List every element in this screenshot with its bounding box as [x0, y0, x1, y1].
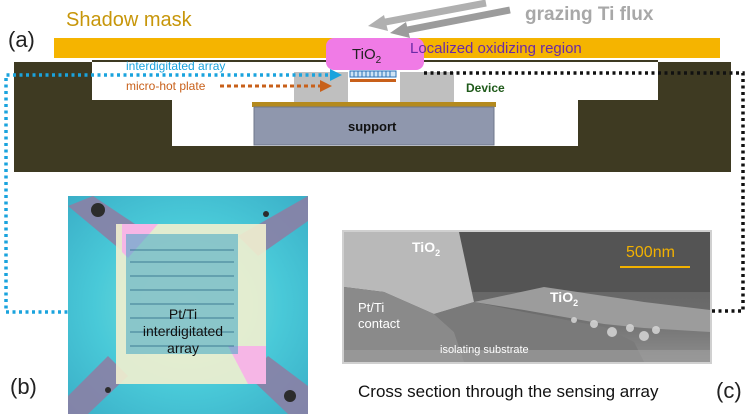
sem-drawing — [344, 232, 710, 362]
support-label: support — [348, 119, 397, 134]
blue-arrowhead-top — [330, 69, 342, 81]
flux-arrow-icon — [368, 0, 511, 38]
micrograph-label-line3: array — [167, 340, 199, 356]
grazing-flux-label: grazing Ti flux — [525, 4, 654, 25]
micrograph-drawing — [68, 196, 308, 414]
tio2-top-sub: 2 — [375, 55, 382, 66]
sem-tio2-left: TiO2 — [412, 240, 440, 258]
device-base-plate — [252, 102, 496, 107]
micrograph-label-line2: interdigitated — [142, 323, 224, 339]
sem-tio2-right-main: TiO — [550, 289, 574, 305]
electrode-strip — [349, 70, 397, 78]
housing — [14, 60, 731, 172]
device-label: Device — [466, 81, 505, 95]
sem-image: TiO2 TiO2 Pt/Ti contact isolating substr… — [342, 230, 712, 364]
sem-tio2-right: TiO2 — [550, 290, 578, 308]
tio2-region — [326, 38, 424, 70]
schematic-diagram — [14, 0, 731, 172]
interdigitated-label: interdigitated array — [126, 59, 226, 73]
panel-label-a: (a) — [8, 27, 35, 52]
sem-pt-line2: contact — [358, 316, 400, 331]
shadow-mask-label: Shadow mask — [66, 9, 192, 31]
localized-region-label: Localized oxidizing region — [410, 40, 582, 57]
tio2-top-label: TiO2 — [352, 47, 381, 66]
scale-bar — [620, 266, 690, 268]
panel-label-b: (b) — [10, 374, 37, 399]
sem-tio2-left-sub: 2 — [435, 247, 441, 258]
micrograph-label: Pt/Ti interdigitated array — [128, 306, 238, 357]
sem-pt-contact: Pt/Ti contact — [358, 300, 400, 332]
device-pillar-right — [400, 72, 454, 102]
micrograph-label-line1: Pt/Ti — [168, 306, 198, 322]
tio2-top-main: TiO — [352, 46, 376, 63]
scale-bar-label: 500nm — [626, 244, 675, 261]
black-dotted-connector — [424, 71, 745, 313]
sem-tio2-right-sub: 2 — [573, 297, 579, 308]
sem-tio2-left-main: TiO — [412, 239, 436, 255]
micrograph-image: Pt/Ti interdigitated array — [68, 196, 308, 414]
micro-hot-plate-label: micro-hot plate — [126, 79, 206, 93]
sem-pt-line1: Pt/Ti — [358, 300, 385, 315]
hot-plate-arrow — [220, 80, 332, 92]
electrode-fingers — [353, 71, 391, 77]
sem-isolating-substrate: isolating substrate — [440, 344, 529, 356]
support-block — [253, 106, 495, 146]
cross-section-caption: Cross section through the sensing array — [358, 382, 659, 401]
micro-hot-plate-line — [350, 79, 396, 82]
panel-label-c: (c) — [716, 378, 742, 403]
